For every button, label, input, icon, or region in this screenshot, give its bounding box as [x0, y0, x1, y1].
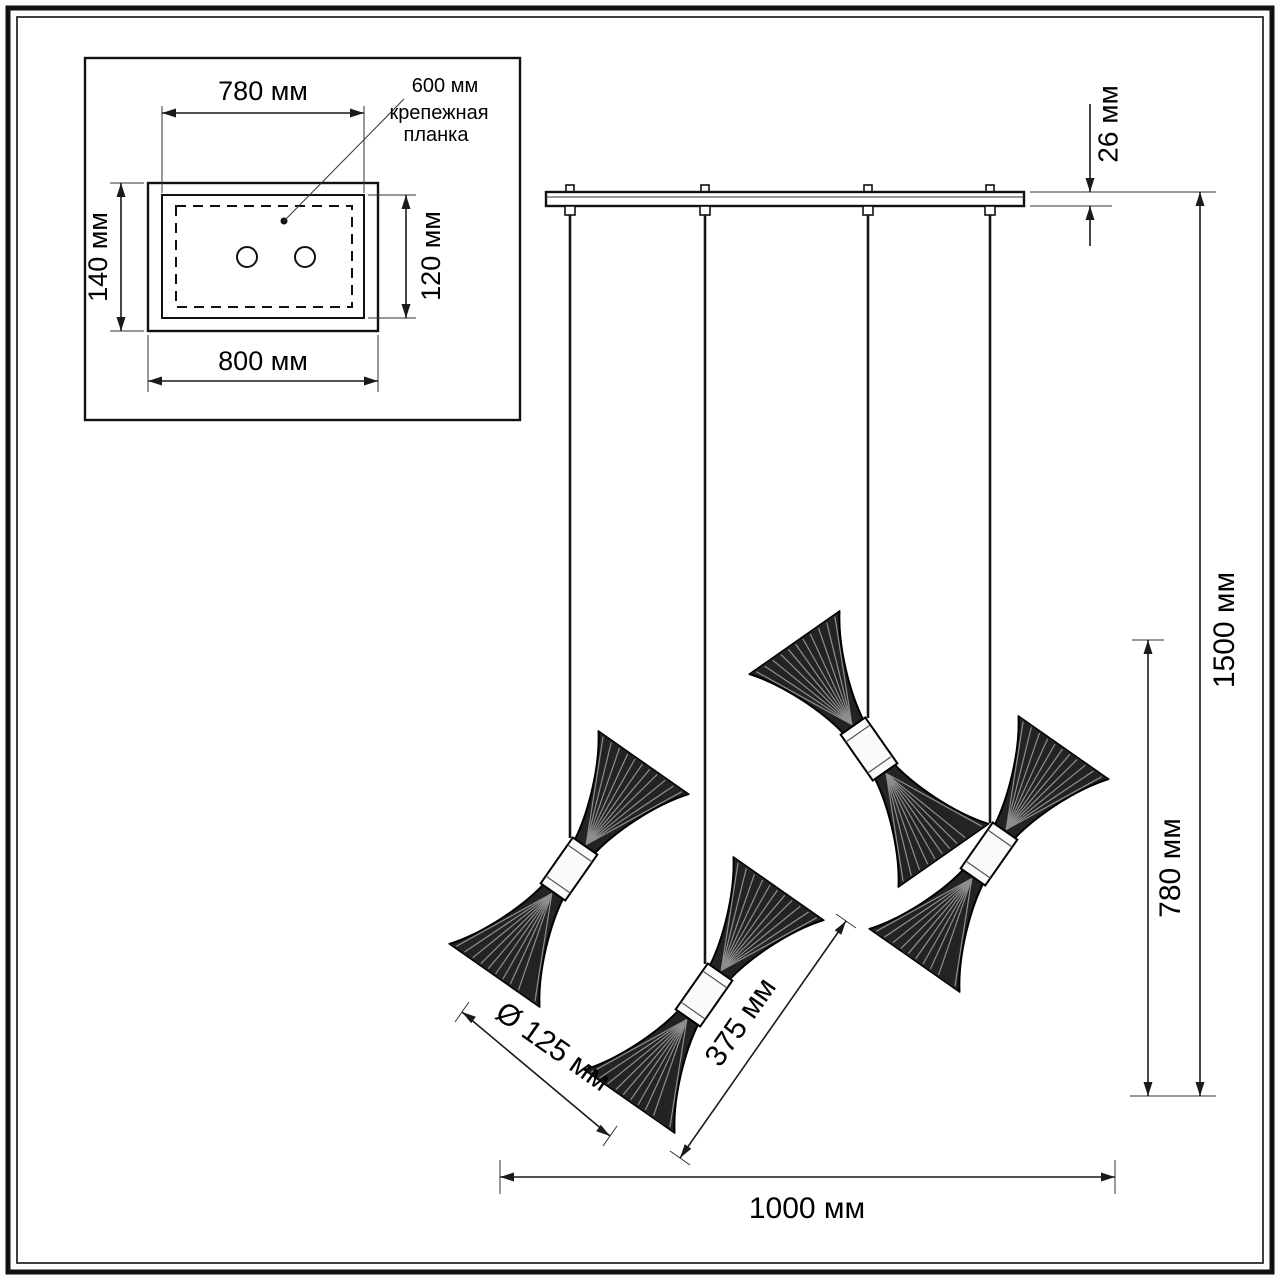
dim-inset-outer-width: 800 мм — [147, 335, 379, 392]
ceiling-canopy — [544, 184, 1026, 216]
suspension-wires — [568, 215, 992, 964]
dim-canopy-thickness: 26 мм — [1030, 85, 1216, 246]
dim-label-outer-height: 140 мм — [83, 212, 113, 302]
dim-inset-inner-height: 120 мм — [368, 194, 446, 319]
front-view: 26 мм 1500 мм 780 мм Ø 125 мм — [448, 85, 1241, 1225]
mount-bar-callout: 600 мм крепежная планка — [283, 75, 489, 222]
dim-label-inner-width: 780 мм — [218, 76, 308, 106]
mount-bar-dashed-rect — [175, 205, 353, 308]
dim-overall-width: 1000 мм — [499, 1160, 1116, 1225]
dim-shades-height: 780 мм — [1132, 639, 1187, 1096]
dim-inset-inner-width: 780 мм — [161, 76, 365, 193]
inset-panel: 780 мм 600 мм крепежная планка 140 мм 12… — [83, 56, 522, 422]
mount-hole-right — [294, 246, 316, 268]
frame-inner — [16, 16, 1264, 1264]
dim-label-canopy-thickness: 26 мм — [1092, 85, 1123, 162]
dim-overall-height: 1500 мм — [1130, 191, 1241, 1097]
mount-bar-size-label: 600 мм — [412, 75, 478, 97]
canopy-top-view — [146, 181, 380, 333]
mount-bar-name-line1: крепежная — [389, 102, 488, 124]
dim-label-shade-diameter: Ø 125 мм — [490, 996, 616, 1098]
dim-label-overall-width: 1000 мм — [749, 1192, 865, 1225]
dim-inset-outer-height: 140 мм — [83, 182, 144, 332]
dim-label-overall-height: 1500 мм — [1208, 572, 1241, 688]
mount-bar-name-line2: планка — [404, 124, 470, 146]
dim-shade-diameter: Ø 125 мм — [454, 996, 618, 1147]
canopy-inner-rect — [161, 194, 365, 319]
frame-outer — [5, 5, 1275, 1275]
dim-label-outer-width: 800 мм — [218, 346, 308, 376]
canopy-bar — [544, 190, 1026, 208]
dim-label-inner-height: 120 мм — [416, 211, 446, 301]
mount-hole-left — [236, 246, 258, 268]
dim-label-shades-height: 780 мм — [1154, 818, 1187, 918]
